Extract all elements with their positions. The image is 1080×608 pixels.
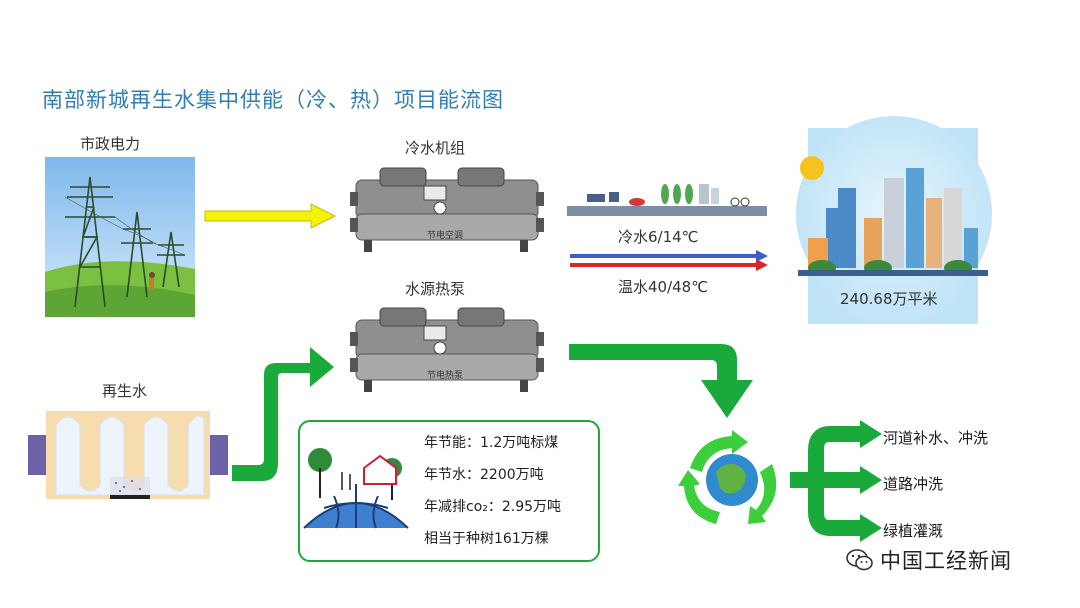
power-label: 市政电力 xyxy=(80,135,141,153)
chiller-label: 冷水机组 xyxy=(405,139,466,157)
benefit-row: 年节水：2200万吨 xyxy=(424,464,544,484)
power-tower-illustration xyxy=(45,157,195,317)
benefit-value: 2200万吨 xyxy=(480,467,544,483)
wechat-icon xyxy=(846,549,873,571)
output-river: 河道补水、冲洗 xyxy=(883,429,989,447)
output-green: 绿植灌溉 xyxy=(883,522,944,540)
diagram-title: 南部新城再生水集中供能（冷、热）项目能流图 xyxy=(42,88,504,112)
heatpump-label: 水源热泵 xyxy=(405,280,466,298)
benefit-label: 年节能： xyxy=(424,435,480,451)
benefit-label: 相当于种树 xyxy=(424,531,494,547)
globe-trees-illustration xyxy=(303,448,409,529)
cold-water-line xyxy=(570,250,768,262)
reclaimed-water-tank-illustration xyxy=(28,411,228,499)
chiller-plate: 节电空调 xyxy=(427,231,464,241)
city-skyline-illustration xyxy=(796,116,992,324)
heatpump-unit-illustration xyxy=(350,307,544,392)
benefit-row: 相当于种树161万棵 xyxy=(424,528,549,548)
benefit-value: 1.2万吨标煤 xyxy=(480,435,559,451)
recycle-globe-icon xyxy=(678,430,777,524)
benefit-value: 2.95万吨 xyxy=(501,499,562,515)
street-scene-illustration xyxy=(567,184,767,216)
benefit-label: 年减排co₂： xyxy=(424,499,502,515)
cold-water-label: 冷水6/14℃ xyxy=(618,228,699,246)
heatpump-outflow-arrow xyxy=(569,344,753,418)
benefit-label: 年节水： xyxy=(424,467,480,483)
benefits-box xyxy=(298,420,600,562)
power-flow-arrow xyxy=(204,203,337,229)
reclaimed-water-label: 再生水 xyxy=(102,382,148,400)
chiller-unit-illustration xyxy=(350,167,544,252)
reclaimed-flow-arrow xyxy=(232,347,334,481)
benefit-row: 年减排co₂：2.95万吨 xyxy=(424,496,561,516)
output-road: 道路冲洗 xyxy=(883,475,944,493)
benefit-row: 年节能：1.2万吨标煤 xyxy=(424,432,558,452)
output-branch-arrows xyxy=(790,420,882,542)
benefit-value: 161万棵 xyxy=(494,531,549,547)
warm-water-line xyxy=(570,259,768,271)
warm-water-label: 温水40/48℃ xyxy=(618,278,709,296)
heatpump-plate: 节电热泵 xyxy=(427,371,464,381)
watermark: 中国工经新闻 xyxy=(880,549,1012,573)
area-label: 240.68万平米 xyxy=(840,290,938,308)
